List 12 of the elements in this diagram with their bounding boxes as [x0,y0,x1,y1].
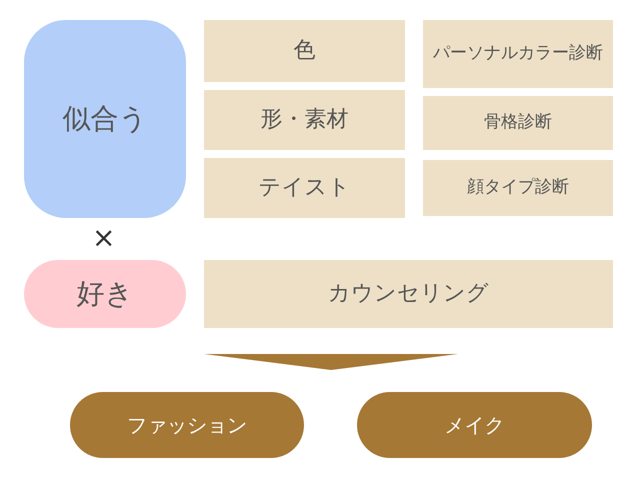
counseling-box: カウンセリング [204,260,613,328]
diagnosis-box: 顔タイプ診断 [423,160,613,216]
category-box: 色 [204,20,405,82]
rounded-box: 好き [24,260,186,328]
diagnosis-box: パーソナルカラー診断 [423,20,613,88]
category-box: 形・素材 [204,90,405,150]
result-pill: ファッション [70,392,304,458]
multiply-sign: × [92,222,116,254]
category-box: テイスト [204,158,405,218]
rounded-box: 似合う [24,20,186,218]
diagnosis-box: 骨格診断 [423,96,613,150]
result-pill: メイク [357,392,592,458]
